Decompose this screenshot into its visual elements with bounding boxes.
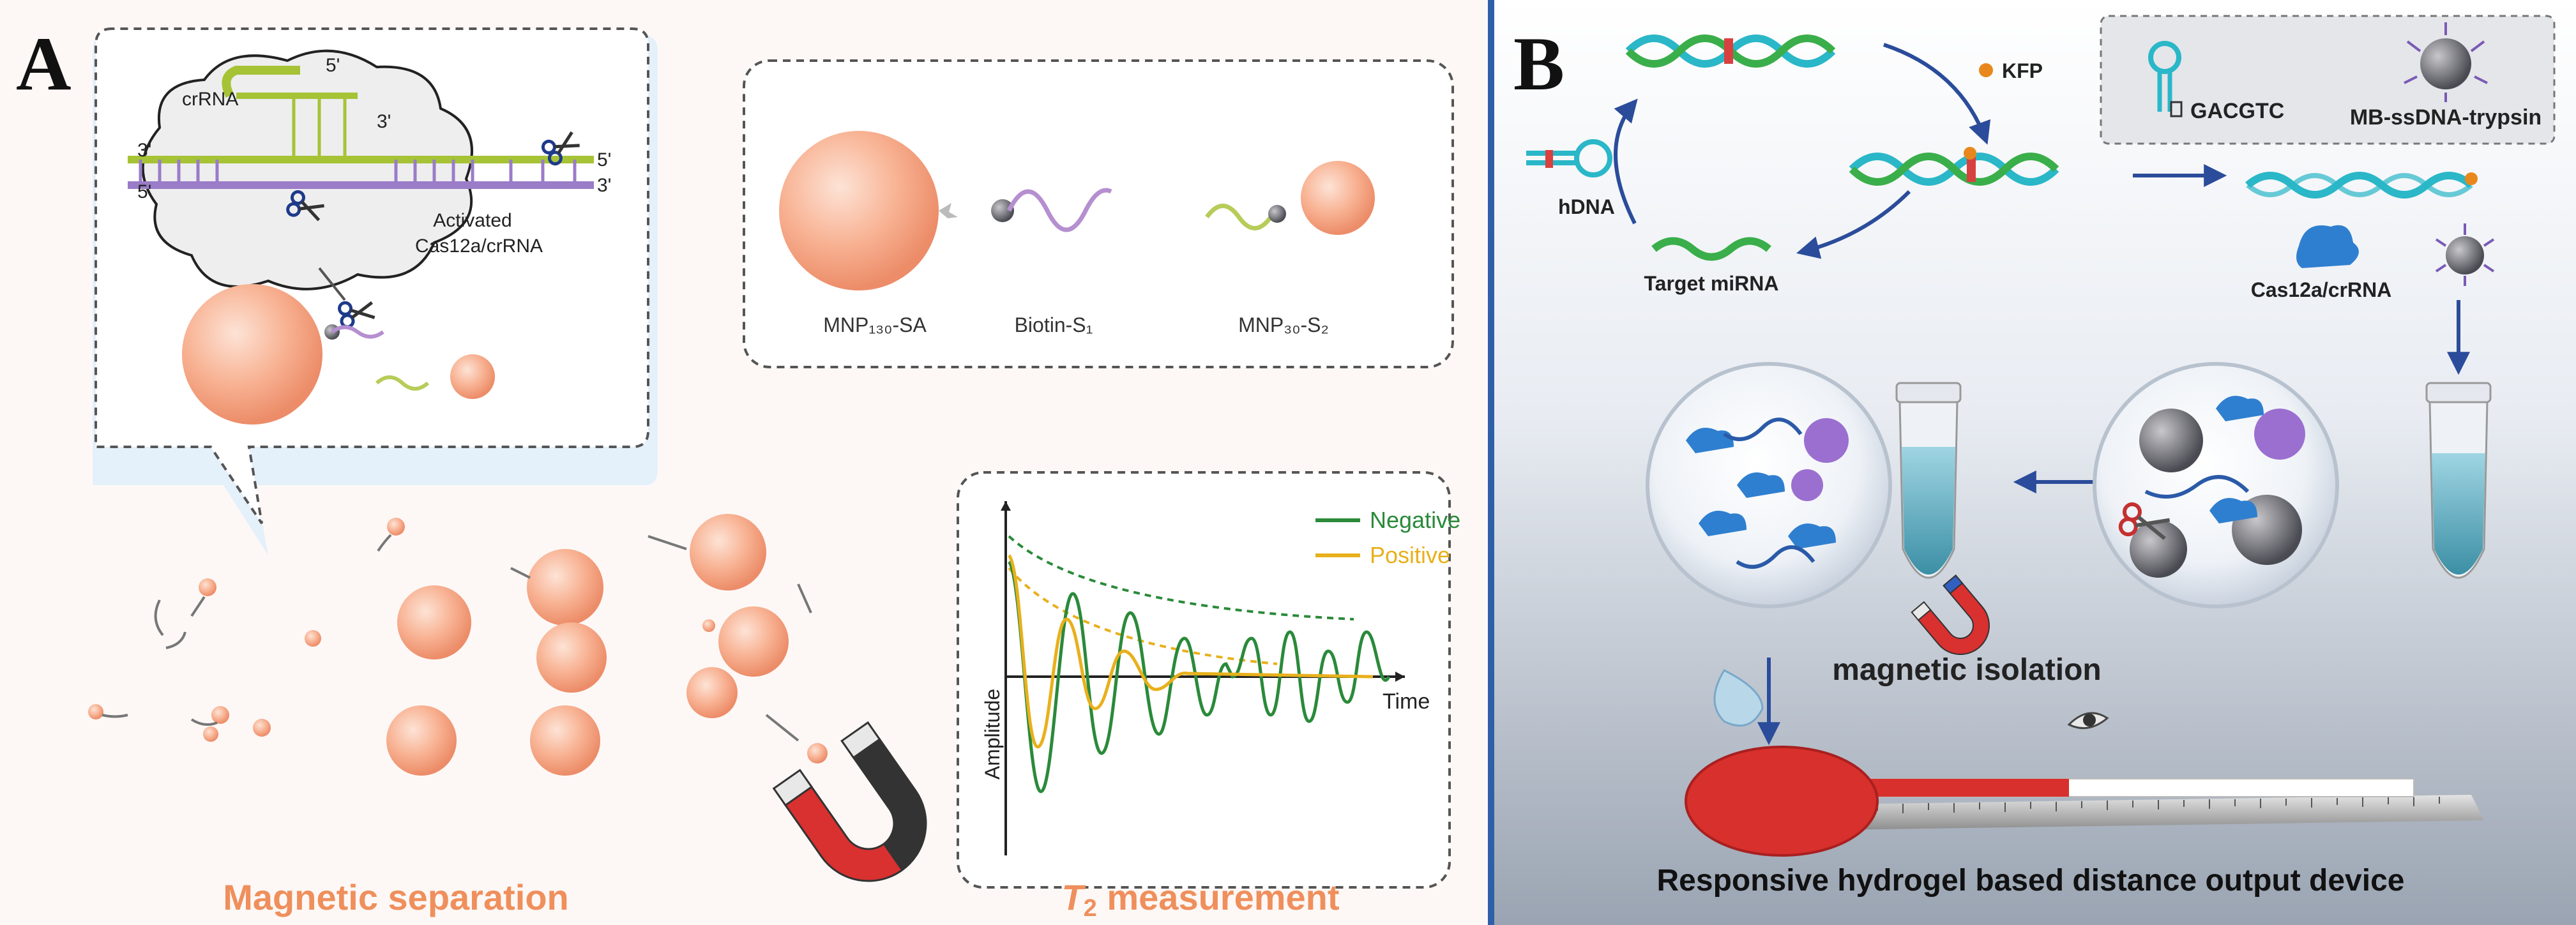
legend-box <box>743 59 1454 368</box>
crrna-label: crRNA <box>182 89 238 110</box>
t2-plot: Negative Positive Amplitude Time <box>981 501 1460 855</box>
three-prime-right: 3' <box>597 175 611 196</box>
scissors-icon <box>541 131 580 166</box>
eye-icon <box>2067 712 2109 730</box>
ruler <box>1839 795 2484 830</box>
gacgtc-hairpin-icon <box>2148 41 2183 117</box>
three-prime-left: 3' <box>137 140 151 161</box>
target-mirna-strand <box>1651 237 1771 261</box>
dna-helix-top <box>1625 34 1836 68</box>
crrna-hairpin <box>222 66 300 98</box>
five-prime-right: 5' <box>597 149 611 170</box>
dna-helix-mid <box>1849 147 2059 186</box>
positive-envelope <box>1008 567 1278 665</box>
target-mirna-label: Target miRNA <box>1644 272 1779 295</box>
panel-b-letter: B <box>1513 21 1565 106</box>
five-prime-top: 5' <box>326 55 340 76</box>
ruler-ticks <box>1851 797 2440 814</box>
cas12a-protein <box>141 49 473 290</box>
flow-arrows <box>1614 43 2470 746</box>
activated-label-line2: Cas12a/crRNA <box>415 236 543 257</box>
tube-right <box>2425 382 2492 579</box>
kfp-icon <box>1979 63 1993 77</box>
negative-signal <box>1007 560 1391 793</box>
activated-label-line1: Activated <box>433 210 511 231</box>
hdna-hairpin-icon <box>1526 139 1612 177</box>
t2-xlabel: Time <box>1383 689 1430 714</box>
legend-positive: Positive <box>1370 542 1450 568</box>
device-caption: Responsive hydrogel based distance outpu… <box>1657 864 2405 898</box>
panel-b: B KFP <box>1494 0 2576 925</box>
cas12a-icon <box>2296 225 2359 268</box>
scissors-icon <box>2118 502 2171 540</box>
hdna-label: hDNA <box>1558 195 1615 218</box>
hydrogel-reservoir <box>1685 746 1879 857</box>
kfp-label: KFP <box>2002 59 2043 82</box>
scissors-icon <box>286 190 324 222</box>
droplet-icon <box>1713 669 1764 727</box>
mb-ssdna-label: MB-ssDNA-trypsin <box>2350 105 2542 130</box>
dna-rungs <box>139 160 577 185</box>
mnp30-sphere <box>450 354 495 399</box>
mb-bead-icon <box>2435 223 2495 286</box>
magnetic-isolation-label: magnetic isolation <box>1832 653 2101 687</box>
legend-mnp30-label: MNP₃₀-S₂ <box>1238 313 1329 336</box>
lens-right-contents <box>2130 396 2305 578</box>
t2-ylabel: Amplitude <box>981 689 1004 779</box>
magnet-icon <box>772 721 927 882</box>
legend-negative: Negative <box>1370 507 1460 533</box>
legend-mnp130-label: MNP₁₃₀-SA <box>823 313 927 336</box>
negative-envelope <box>1008 535 1354 620</box>
legend-mnp130-sphere <box>779 131 939 290</box>
legend-mnp30-sphere <box>1301 161 1375 235</box>
magnet-icon <box>1911 574 1990 655</box>
panel-a: A <box>16 21 1461 922</box>
t2-plot-box <box>957 471 1451 889</box>
mb-ssdna-bead-icon <box>2404 22 2488 102</box>
legend-biotin-bead <box>991 199 1014 222</box>
legend-biotin-label: Biotin-S₁ <box>1015 313 1093 336</box>
scattered-particles <box>88 514 828 776</box>
dna-helix-right <box>2245 172 2478 199</box>
mnp130-sphere <box>182 284 322 425</box>
five-prime-left: 5' <box>137 181 151 202</box>
panel-a-letter: A <box>16 21 72 106</box>
magnetic-separation-title: Magnetic separation <box>223 877 568 917</box>
cas12a-label: Cas12a/crRNA <box>2251 278 2392 301</box>
lens-left-contents <box>1686 417 1849 569</box>
gacgtc-label: GACGTC <box>2190 99 2284 123</box>
three-prime-top: 3' <box>377 111 391 132</box>
lens-right <box>2093 362 2339 608</box>
positive-signal <box>1007 554 1374 749</box>
t2-measurement-title: T2 measurement <box>1061 877 1339 922</box>
tube-left <box>1895 382 1962 579</box>
